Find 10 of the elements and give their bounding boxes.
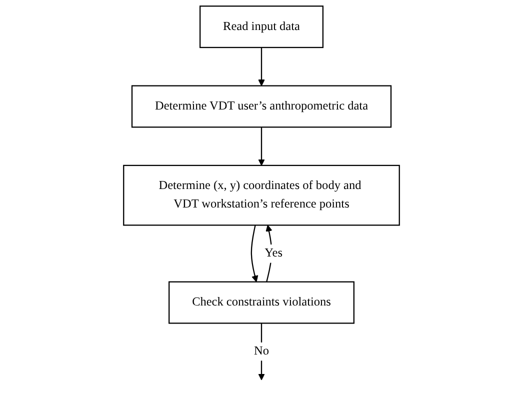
arrow [258, 127, 265, 166]
node-box: Read input data [200, 6, 324, 48]
arrow [266, 224, 272, 282]
node-box: Check constraints violations [168, 281, 354, 324]
arrow [258, 47, 265, 86]
edge-label: No [254, 344, 269, 358]
node-box: Determine (x, y) coordinates of body and VDT workstation’s reference points [123, 164, 400, 226]
arrow [250, 225, 258, 282]
edge-label: Yes [264, 246, 283, 260]
node-box: Determine VDT user’s anthropometric data [131, 85, 392, 128]
